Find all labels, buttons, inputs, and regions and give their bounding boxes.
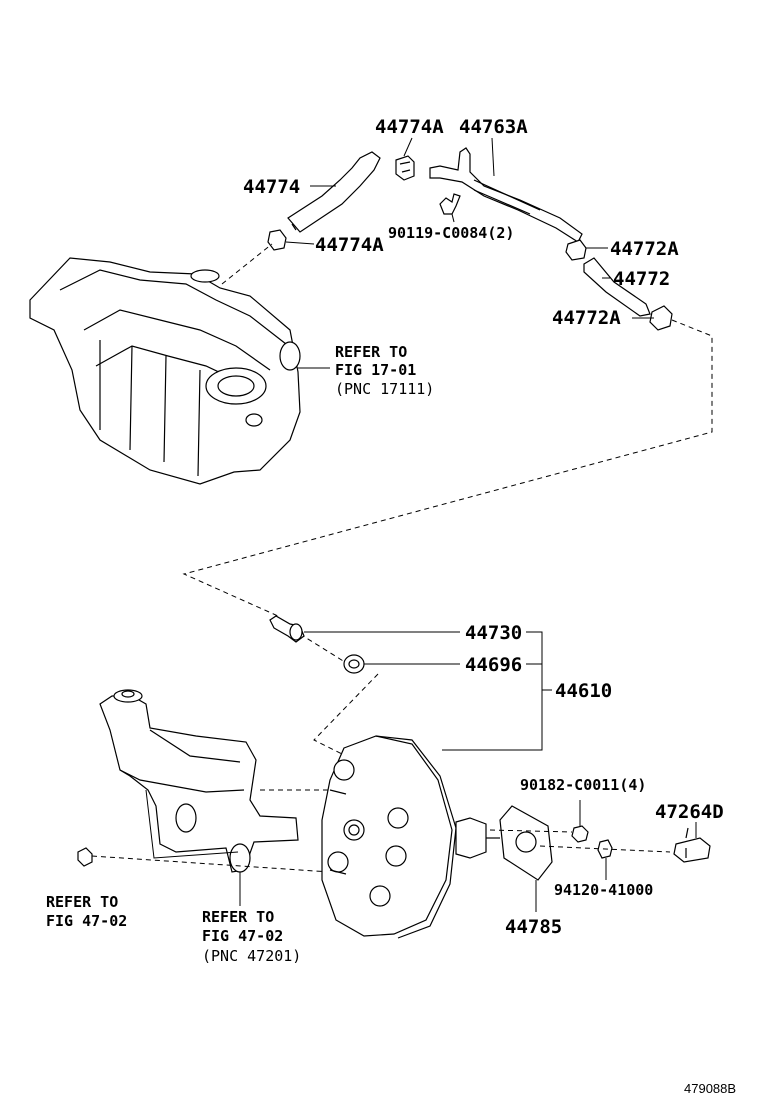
label-44774: 44774 bbox=[243, 176, 300, 198]
dash-hose-route bbox=[182, 319, 713, 617]
rule-master-cyl-box bbox=[145, 789, 239, 859]
ref-master-line2: FIG 47-02 bbox=[202, 927, 283, 945]
label-44785: 44785 bbox=[505, 916, 562, 938]
label-44772: 44772 bbox=[613, 268, 670, 290]
bolt-90119 bbox=[439, 193, 461, 215]
ref-left-line2: FIG 47-02 bbox=[46, 912, 127, 930]
label-90119: 90119-C0084(2) bbox=[388, 224, 514, 242]
master-cylinder bbox=[99, 689, 299, 873]
label-90182: 90182-C0011(4) bbox=[520, 776, 646, 794]
clamp-44774A-low bbox=[267, 229, 287, 251]
brake-booster-44610 bbox=[321, 735, 500, 939]
clevis-47264D bbox=[673, 827, 711, 863]
label-44774A-top: 44774A bbox=[375, 116, 444, 138]
nut-90182 bbox=[571, 825, 589, 843]
vacuum-tube-44763A bbox=[429, 147, 583, 243]
clamp-44772A-top bbox=[565, 239, 587, 261]
ref-master-line3: (PNC 47201) bbox=[202, 947, 301, 965]
intake-manifold bbox=[29, 257, 301, 485]
clamp-44774A-top bbox=[395, 155, 415, 181]
dash-grommet-booster bbox=[313, 673, 379, 757]
hose-44772 bbox=[583, 257, 651, 317]
label-44730: 44730 bbox=[465, 622, 522, 644]
check-valve-44730 bbox=[269, 615, 305, 643]
label-44772A-low: 44772A bbox=[552, 307, 621, 329]
gasket-44785 bbox=[499, 805, 553, 881]
ref-manifold-line2: FIG 17-01 bbox=[335, 361, 416, 379]
hose-44774 bbox=[287, 151, 381, 233]
label-44774A-low: 44774A bbox=[315, 234, 384, 256]
leader-lines bbox=[239, 137, 697, 912]
ref-manifold-line3: (PNC 17111) bbox=[335, 380, 434, 398]
nut-left bbox=[77, 847, 93, 867]
figure-id: 479088B bbox=[684, 1081, 736, 1096]
label-47264D: 47264D bbox=[655, 801, 724, 823]
label-94120: 94120-41000 bbox=[554, 881, 653, 899]
label-44772A-top: 44772A bbox=[610, 238, 679, 260]
label-44763A: 44763A bbox=[459, 116, 528, 138]
ref-master-line1: REFER TO bbox=[202, 908, 274, 926]
dash-booster-nut bbox=[489, 829, 573, 833]
dash-valve-grommet bbox=[299, 633, 349, 665]
clamp-44772A-low bbox=[649, 305, 673, 331]
ref-left-line1: REFER TO bbox=[46, 893, 118, 911]
label-44610: 44610 bbox=[555, 680, 612, 702]
dash-nut-booster bbox=[91, 855, 331, 873]
dash-booster-pin bbox=[539, 845, 671, 853]
grommet-44696 bbox=[343, 654, 365, 674]
ref-manifold-line1: REFER TO bbox=[335, 343, 407, 361]
dash-manifold-clamp bbox=[221, 243, 273, 285]
label-44696: 44696 bbox=[465, 654, 522, 676]
